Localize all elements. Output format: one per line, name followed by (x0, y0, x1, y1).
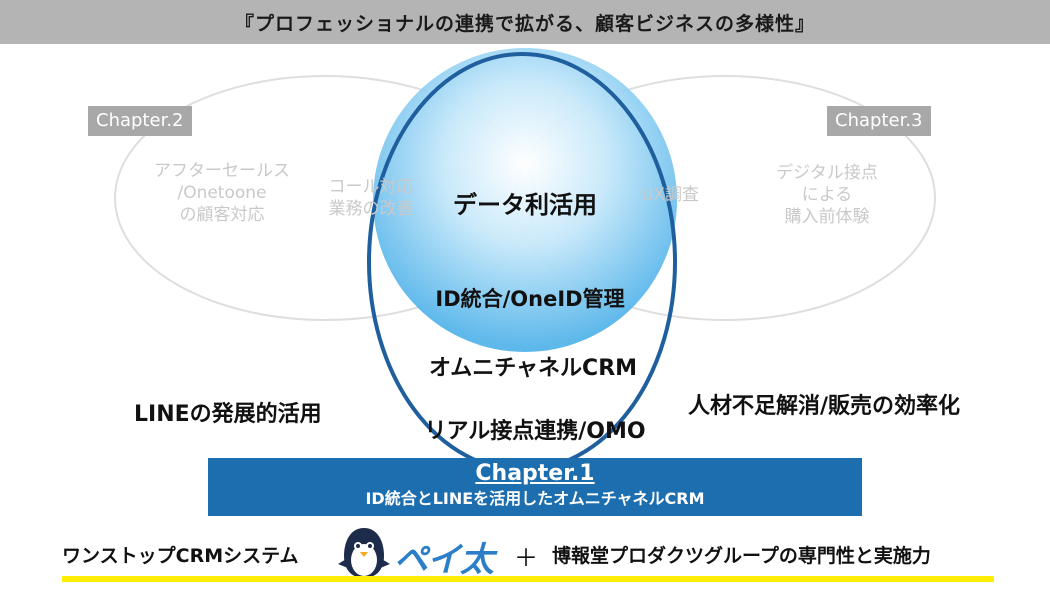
line-usage-label: LINEの発展的活用 (134, 402, 322, 427)
highlight-underline (62, 576, 994, 582)
page-title: 『プロフェッショナルの連携で拡がる、顧客ビジネスの多様性』 (234, 12, 815, 35)
data-use-label: データ利活用 (453, 191, 597, 219)
plus-sign: ＋ (514, 544, 538, 572)
data-use-circle (373, 48, 677, 352)
chapter3-tag: Chapter.3 (827, 106, 931, 136)
chapter2-tag: Chapter.2 (88, 106, 192, 136)
chapter1-box: Chapter.1 ID統合とLINEを活用したオムニチャネルCRM (208, 458, 862, 516)
chapter3-item-digital: デジタル接点 による 購入前体験 (776, 163, 878, 227)
chapter3-item-ux: UX調査 (640, 185, 700, 205)
payta-logo-text: ペイ太 (394, 540, 494, 580)
title-banner: 『プロフェッショナルの連携で拡がる、顧客ビジネスの多様性』 (0, 0, 1050, 44)
id-integration-label: ID統合/OneID管理 (435, 287, 625, 311)
chapter1-subtitle: ID統合とLINEを活用したオムニチャネルCRM (365, 489, 705, 508)
penguin-icon (338, 528, 390, 580)
payta-logo: ペイ太 (334, 524, 504, 580)
efficiency-label: 人材不足解消/販売の効率化 (688, 394, 961, 419)
onestop-crm-text: ワンストップCRMシステム (62, 545, 299, 567)
omnichannel-crm-label: オムニチャネルCRM (428, 356, 638, 381)
hakuhodo-expertise-text: 博報堂プロダクツグループの専門性と実施力 (552, 545, 931, 567)
chapter1-title: Chapter.1 (475, 461, 595, 486)
chapter2-item-aftersales: アフターセールス /Onetoone の顧客対応 (154, 161, 290, 225)
chapter2-item-call: コール対応 業務の改善 (328, 177, 414, 219)
real-omo-label: リアル接点連携/OMO (424, 419, 646, 444)
